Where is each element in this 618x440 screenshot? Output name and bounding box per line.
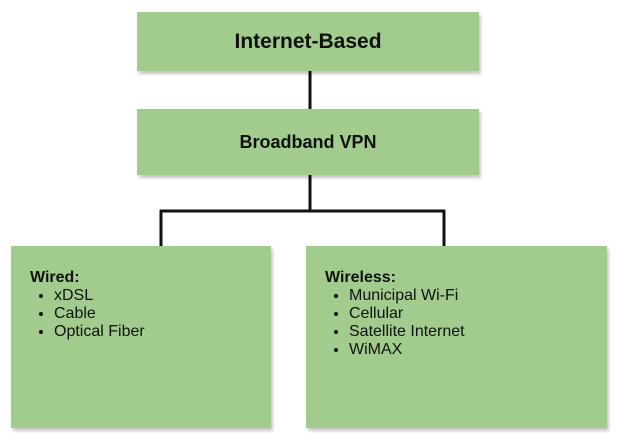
- list-item: Optical Fiber: [54, 323, 271, 341]
- list-item: Municipal Wi-Fi: [349, 287, 607, 305]
- wireless-list: Municipal Wi-Fi Cellular Satellite Inter…: [325, 287, 607, 359]
- wireless-title: Wireless:: [325, 269, 396, 286]
- list-item: Cellular: [349, 305, 607, 323]
- list-item: Cable: [54, 305, 271, 323]
- list-item: Satellite Internet: [349, 323, 607, 341]
- internet-based-label: Internet-Based: [234, 29, 382, 53]
- wired-title: Wired:: [30, 269, 80, 286]
- internet-based-node: Internet-Based: [137, 12, 479, 71]
- wired-list: xDSL Cable Optical Fiber: [30, 287, 271, 341]
- wireless-node: Wireless: Municipal Wi-Fi Cellular Satel…: [306, 246, 607, 428]
- wired-node: Wired: xDSL Cable Optical Fiber: [11, 246, 271, 428]
- broadband-vpn-label: Broadband VPN: [239, 131, 377, 152]
- list-item: xDSL: [54, 287, 271, 305]
- list-item: WiMAX: [349, 341, 607, 359]
- broadband-vpn-node: Broadband VPN: [137, 109, 479, 175]
